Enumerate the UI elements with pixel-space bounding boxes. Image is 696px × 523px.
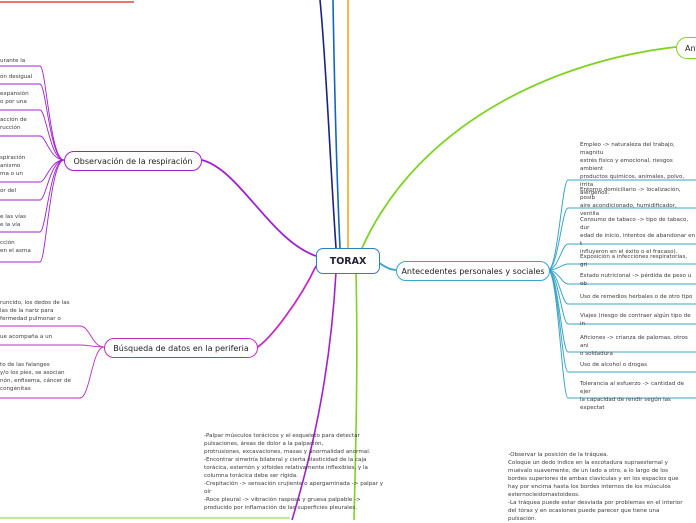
connector-green-top [361, 46, 677, 249]
observacion-item[interactable]: e las vías e la vía [0, 214, 27, 228]
observacion-item[interactable]: acción de rucción [0, 117, 27, 131]
central-label: TORAX [329, 255, 367, 267]
busqueda-item[interactable]: to de las falanges y/o los pies, se asoc… [0, 362, 72, 392]
busqueda-connector [0, 344, 105, 348]
observacion-item[interactable]: ón desigual [0, 74, 33, 80]
antecedentes-connector [547, 269, 696, 325]
palpacion-text[interactable]: -Palpar músculos torácicos y el esquelet… [204, 433, 384, 511]
observacion-connector [0, 109, 65, 161]
observacion-connector [0, 159, 65, 201]
antecedentes-item[interactable]: Tolerancia al esfuerzo -> cantidad de ej… [580, 381, 685, 411]
antecedentes-item[interactable]: Consumo de tabaco -> tipo de tabaco, dur… [580, 217, 696, 255]
antecedentes-item[interactable]: Entorno domiciliario -> localización, po… [580, 187, 681, 217]
antecedentes-item[interactable]: Estado nutricional -> pérdida de peso u … [580, 273, 692, 287]
branch-label-ant: Ant [685, 43, 696, 53]
observacion-item[interactable]: or del [0, 188, 17, 194]
observacion-connector [0, 83, 65, 161]
branch-node-antecedentes[interactable]: Antecedentes personales y sociales [396, 261, 550, 281]
antecedentes-item[interactable]: Uso de alcohol o drogas [580, 362, 648, 368]
observacion-connector [0, 135, 65, 161]
observacion-item[interactable]: expansión o por una [0, 91, 29, 105]
connector-purple-bottom [291, 271, 337, 520]
busqueda-connector [0, 325, 105, 348]
branch-node-observacion[interactable]: Observación de la respiración [64, 151, 202, 171]
branch-label-busqueda: Búsqueda de datos en la periferia [113, 343, 249, 353]
antecedentes-connector [547, 269, 696, 399]
observacion-connector [0, 159, 65, 263]
antecedentes-item[interactable]: Aficiones -> crianza de palomas, otros a… [580, 335, 688, 357]
connector-green-bottom [353, 271, 358, 520]
antecedentes-item[interactable]: Empleo -> naturaleza del trabajo, magnit… [580, 142, 685, 196]
central-node-torax[interactable]: TORAX [316, 248, 380, 274]
antecedentes-connector [547, 179, 696, 271]
connector-observacion [201, 159, 317, 257]
traquea-text[interactable]: -Observar la posición de la tráquea. Col… [508, 452, 683, 522]
busqueda-item[interactable]: runcido, los dedos de las las de la nari… [0, 300, 70, 322]
connector-blue [332, 0, 341, 249]
observacion-item[interactable]: spiración anismo ma o un [0, 155, 26, 177]
antecedentes-connector [547, 263, 696, 271]
branch-label-antecedentes: Antecedentes personales y sociales [401, 266, 545, 276]
observacion-connector [0, 159, 65, 233]
antecedentes-item[interactable]: Exposición a infecciones respiratorias, … [580, 254, 688, 268]
connector-antecedentes [377, 261, 397, 271]
busqueda-item[interactable]: ue acompaña a un [0, 334, 53, 340]
observacion-connector [0, 65, 65, 161]
antecedentes-item[interactable]: Viajes (riesgo de contraer algún tipo de… [580, 313, 691, 327]
connector-navy [319, 0, 337, 249]
observacion-item[interactable]: cción en el asma [0, 240, 31, 254]
connector-busqueda [255, 265, 317, 349]
branch-node-busqueda[interactable]: Búsqueda de datos en la periferia [104, 338, 258, 358]
antecedentes-item[interactable]: Uso de remedios herbales o de otro tipo [580, 294, 693, 300]
observacion-item[interactable]: urante la [0, 58, 26, 64]
branch-node-ant[interactable]: Ant [676, 37, 696, 59]
antecedentes-connector [547, 207, 696, 271]
busqueda-connector [0, 346, 105, 399]
branch-label-observacion: Observación de la respiración [73, 156, 193, 166]
antecedentes-connector [547, 243, 696, 271]
